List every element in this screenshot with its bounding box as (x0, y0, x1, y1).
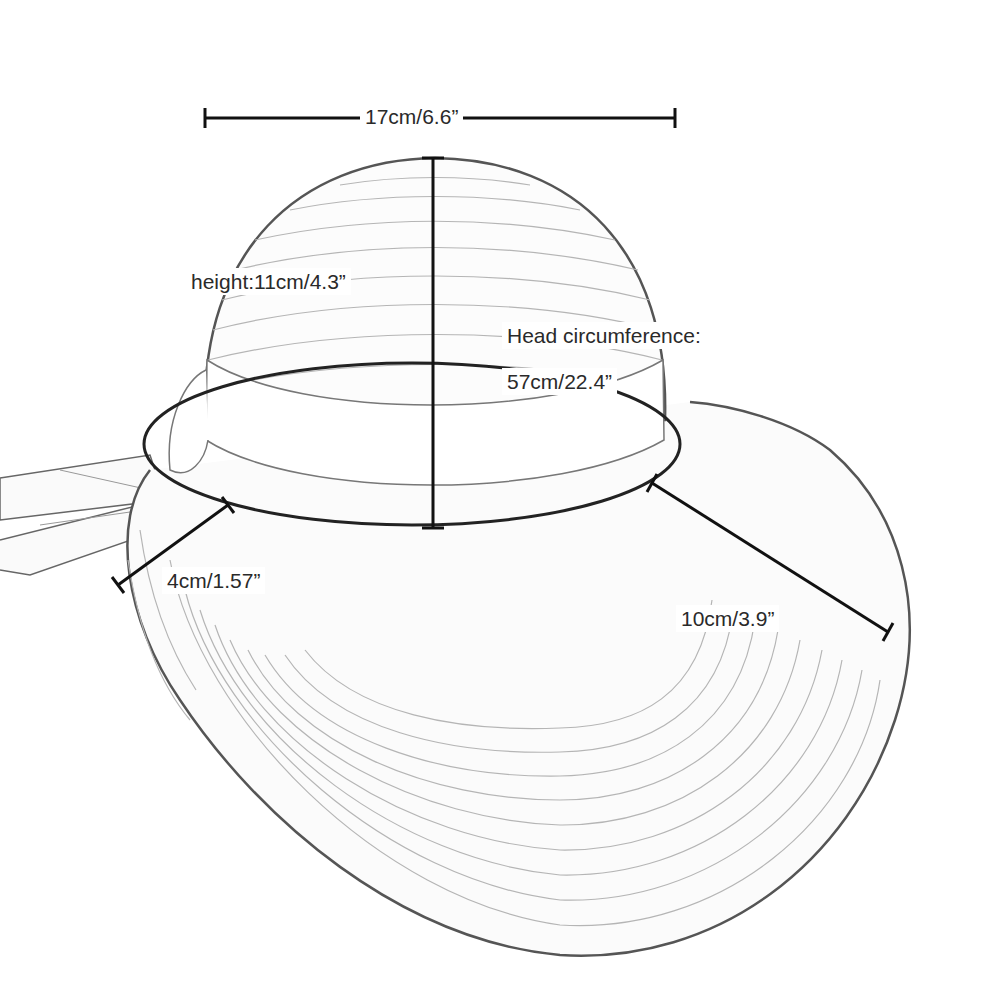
circumference-heading: Head circumference: (502, 322, 706, 349)
height-dimension: height:11cm/4.3” (186, 268, 351, 295)
dimension-lines (112, 108, 893, 641)
width-dimension: 17cm/6.6” (360, 103, 463, 130)
hat-sketch (0, 158, 910, 956)
back-brim-dimension: 4cm/1.57” (162, 567, 265, 594)
front-brim-dimension: 10cm/3.9” (676, 605, 779, 632)
circumference-dimension: 57cm/22.4” (502, 368, 617, 395)
